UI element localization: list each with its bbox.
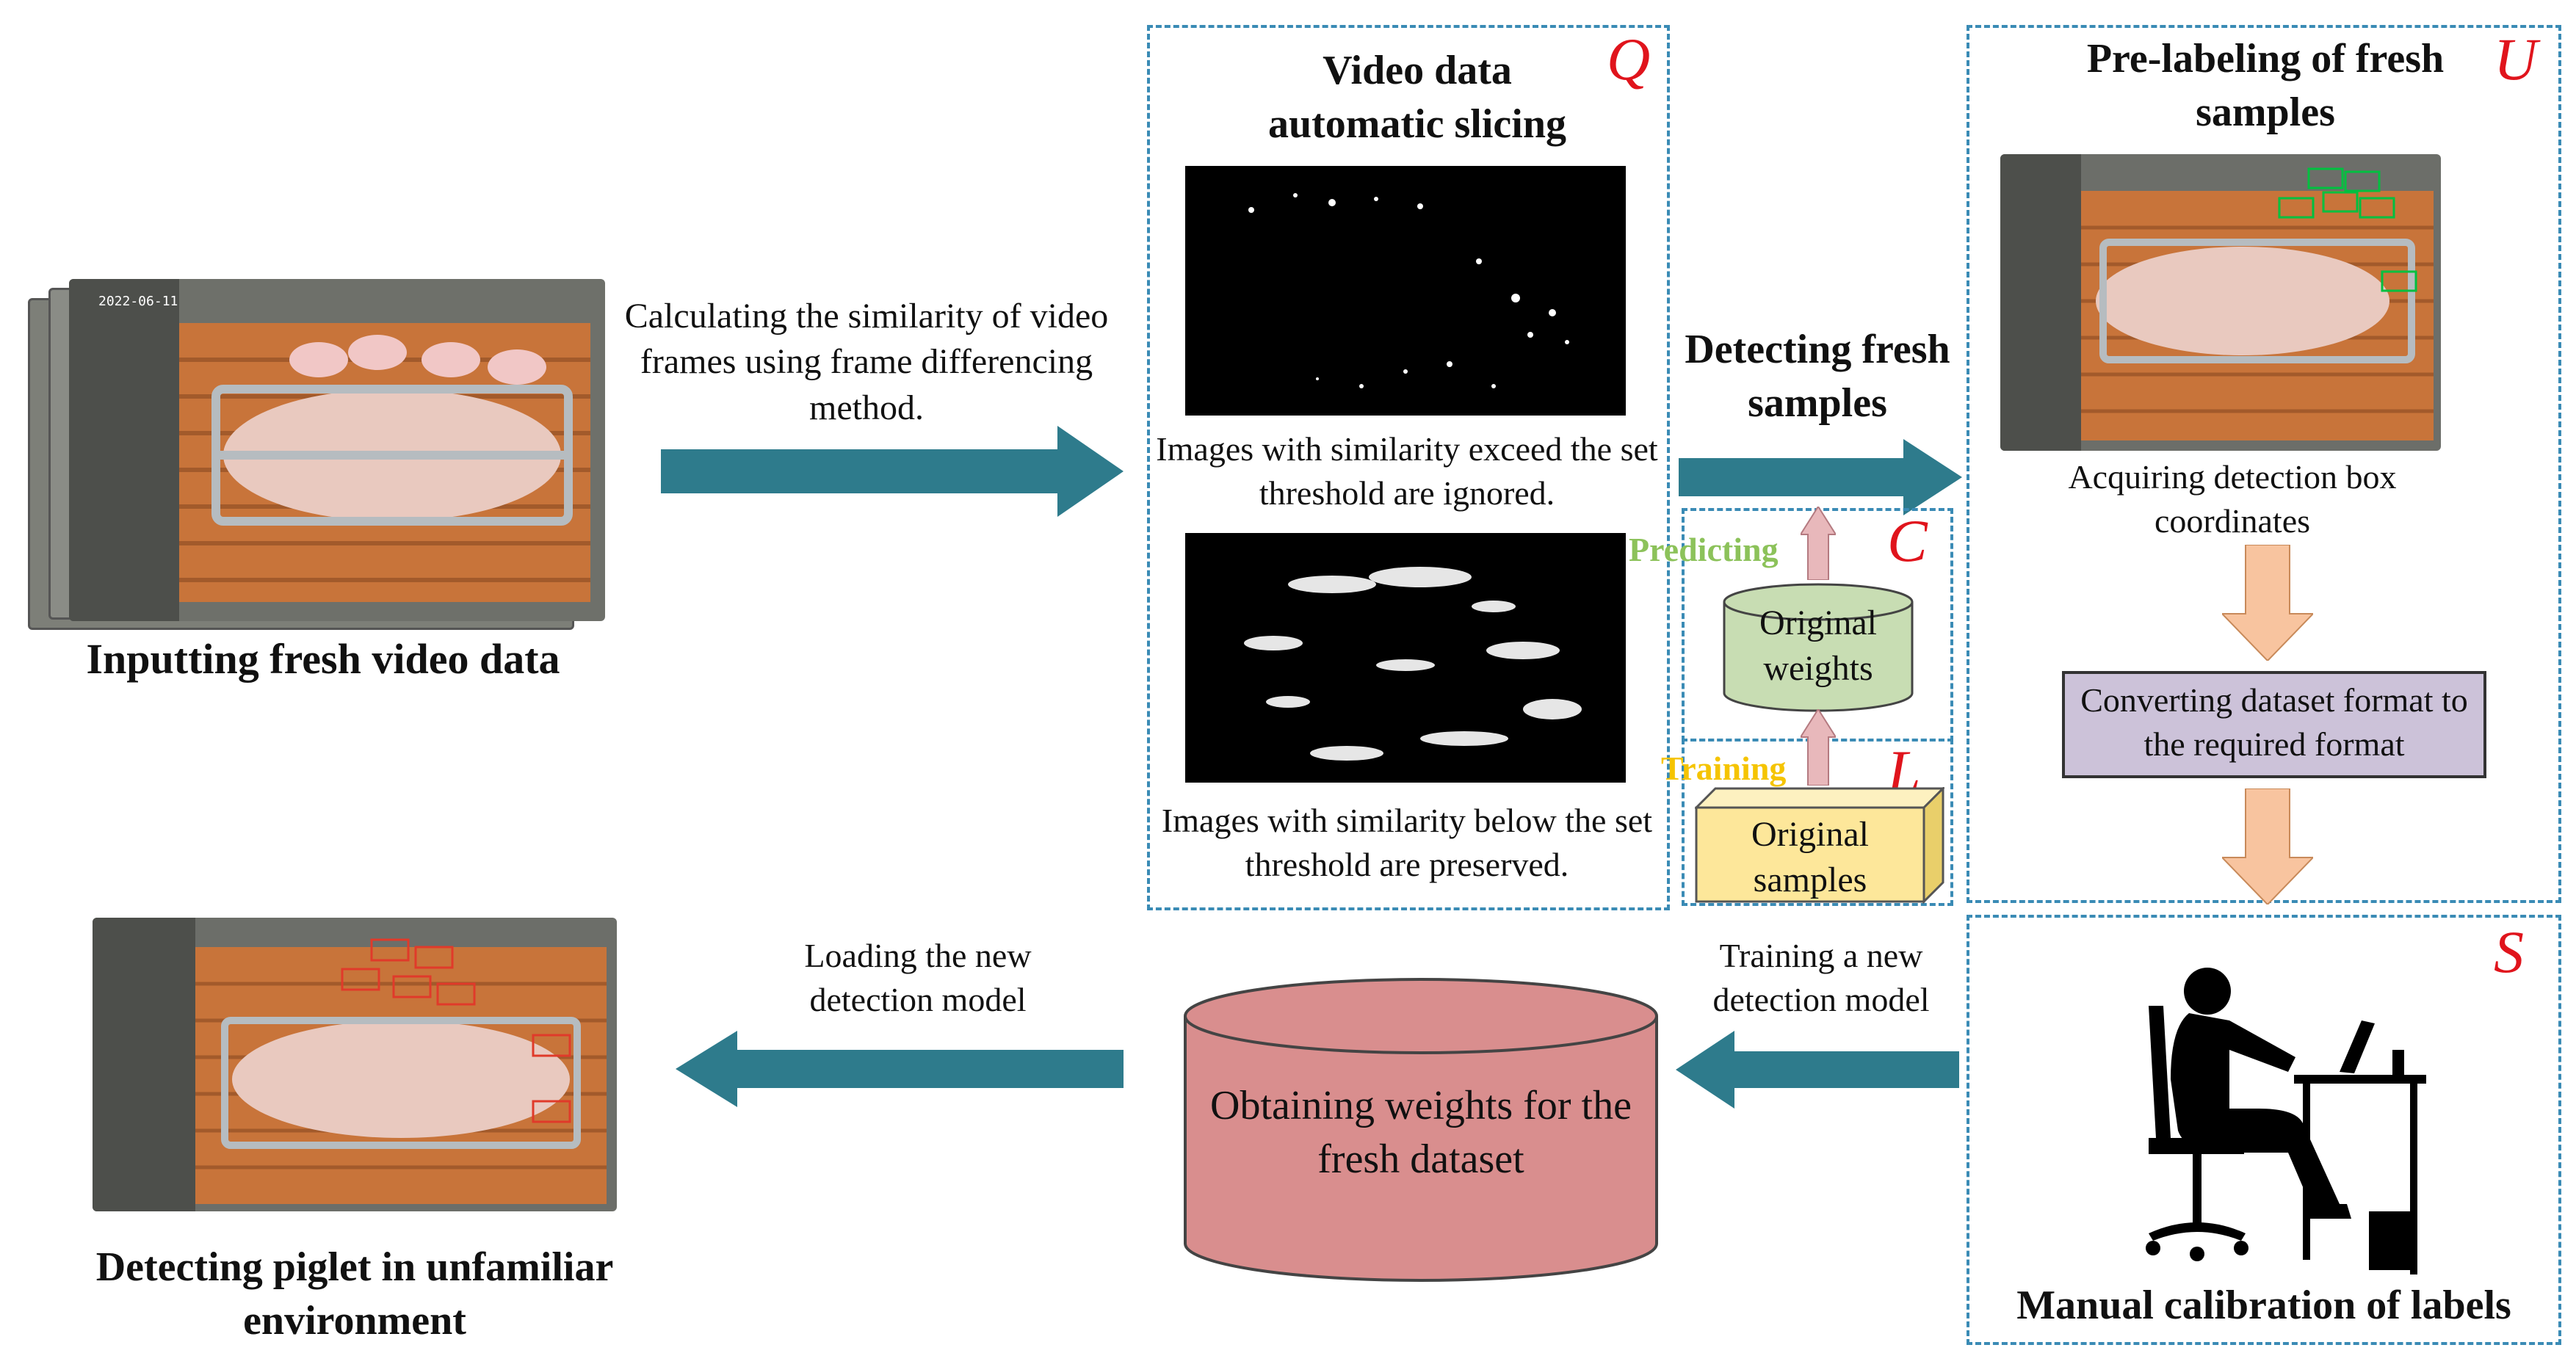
slicing-arrow	[661, 426, 1124, 517]
output-label: Detecting piglet in unfamiliar environme…	[95, 1244, 614, 1344]
box-q-video-slicing	[1147, 25, 1670, 910]
train-arrow	[1676, 1031, 1959, 1109]
samples-block	[1695, 787, 1944, 904]
detect-arrow-label: Detecting fresh samples	[1685, 327, 1950, 426]
box-s-letter: S	[2494, 918, 2524, 985]
caption-ignored: Images with similarity exceed the set th…	[1156, 430, 1658, 512]
convert-format-box	[2062, 671, 2486, 778]
train-arrow-text: Training a new detection model	[1712, 937, 1930, 1018]
preserved-difference-frame	[1185, 533, 1626, 783]
step-arrow-1	[2222, 545, 2313, 661]
box-c-letter: C	[1887, 507, 1928, 574]
box-u-letter: U	[2494, 26, 2538, 93]
detect-arrow	[1679, 439, 1962, 515]
slicing-arrow-text: Calculating the similarity of video fram…	[624, 297, 1109, 427]
database-cylinder	[1184, 978, 1658, 1282]
box-s-manual-calibration	[1967, 915, 2561, 1345]
box-u-title: Pre-labeling of fresh samples	[2086, 36, 2445, 135]
predicting-arrow	[1801, 507, 1836, 580]
box-q-title: Video data automatic slicing	[1268, 48, 1566, 147]
box-u-caption: Acquiring detection box coordinates	[2068, 458, 2397, 540]
weights-cylinder-text: Original weights	[1759, 603, 1877, 689]
predicting-tag: Predicting	[1629, 531, 1779, 568]
person-at-computer-icon	[2146, 968, 2426, 1274]
training-arrow	[1801, 709, 1836, 786]
input-label: Inputting fresh video data	[86, 635, 560, 683]
output-detection-frame	[93, 918, 617, 1211]
database-text: Obtaining weights for the fresh dataset	[1210, 1083, 1632, 1182]
samples-block-text: Original samples	[1751, 815, 1869, 900]
step-arrow-2	[2222, 788, 2313, 904]
load-arrow	[676, 1031, 1124, 1107]
input-video-frame: 2022-06-11	[69, 279, 605, 621]
caption-preserved: Images with similarity below the set thr…	[1161, 802, 1653, 883]
training-tag: Training	[1661, 750, 1787, 787]
prelabeled-frame	[2000, 154, 2441, 451]
box-s-caption: Manual calibration of labels	[2016, 1283, 2511, 1328]
load-arrow-text: Loading the new detection model	[804, 937, 1032, 1018]
ignored-difference-frame	[1185, 166, 1626, 416]
box-q-letter: Q	[1607, 26, 1651, 93]
convert-format-text: Converting dataset format to the require…	[2080, 681, 2468, 763]
svg-text:2022-06-11: 2022-06-11	[98, 294, 178, 309]
